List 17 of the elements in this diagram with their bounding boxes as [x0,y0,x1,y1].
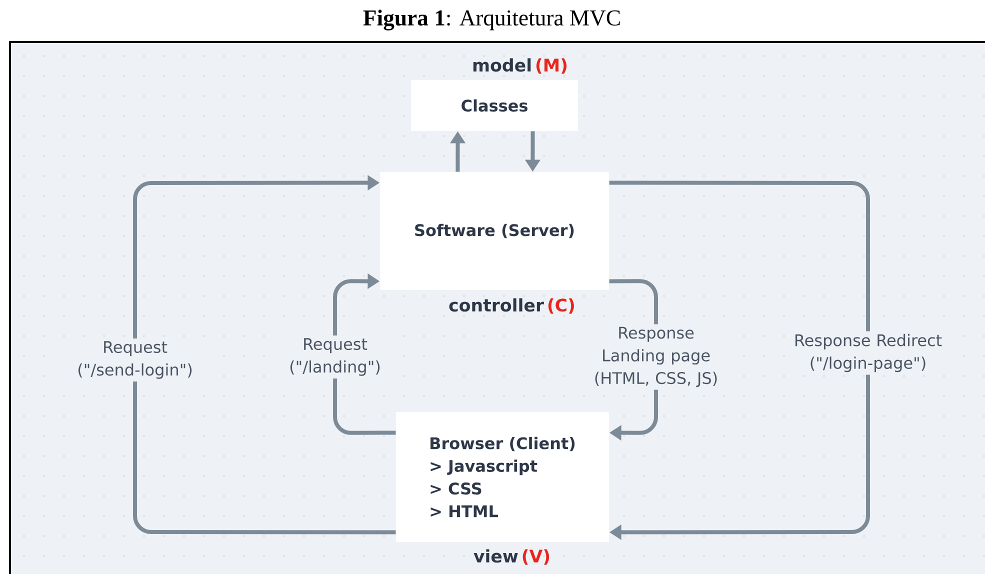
heading: view (V) [474,549,550,565]
arrow [133,174,396,534]
figure-title: Figura 1: Arquitetura MVC [363,10,620,30]
edge-label: Response Redirect ("/login-page") [790,331,946,375]
process-box: Classes [411,80,578,131]
arrow [609,180,870,540]
node-label: Browser (Client) [430,436,575,452]
edge-label: Response Landing page (HTML, CSS, JS) [573,324,739,390]
process-box: Browser (Client) > Javascript > CSS > HTML [396,412,610,542]
edge-label: Request ("/landing") [275,336,395,378]
process-box: Software (Server) [380,172,610,290]
node-label: > Javascript [430,460,538,476]
node-label: > HTML [430,505,498,518]
heading: model (M) [473,58,567,74]
node-label: > CSS [430,482,482,495]
heading: controller (C) [449,298,574,314]
edge-label: Request ("/send-login") [58,338,212,382]
